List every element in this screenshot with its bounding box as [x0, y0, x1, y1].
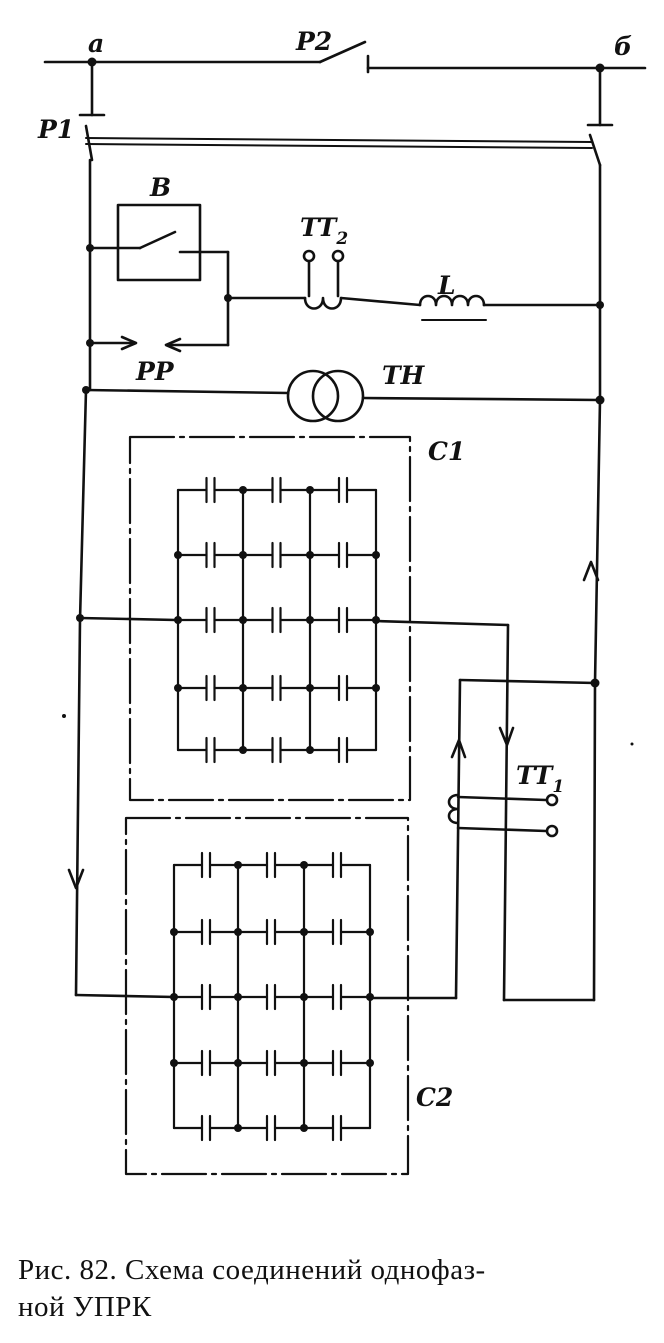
c2-node-dot — [234, 1059, 242, 1067]
circuit-diagram: a б P2 P1 B TT2 L PP TH C1 C2 TT1 — [37, 27, 647, 1176]
vt-label: TH — [382, 361, 426, 390]
c1-capacitor — [241, 674, 312, 702]
c2-capacitor — [302, 1114, 372, 1142]
c2-node-dot — [366, 1059, 374, 1067]
capacitor-bank-c1 — [128, 435, 412, 802]
ct2-label: TT2 — [300, 213, 348, 249]
junction-dots — [62, 57, 634, 746]
c1-node-dot — [239, 616, 247, 624]
ct2-inductor-branch — [226, 249, 602, 321]
c2-capacitor — [236, 983, 306, 1011]
c1-capacitor — [308, 736, 378, 764]
ct1-label: TT1 — [516, 761, 564, 797]
c1-node-dot — [306, 486, 314, 494]
breaker-b-label: B — [149, 173, 171, 202]
c2-node-dot — [234, 1124, 242, 1132]
bank-c1-label: C1 — [428, 437, 465, 466]
breaker-b — [88, 203, 230, 347]
c2-capacitor — [302, 918, 372, 946]
arrester-pp — [88, 335, 230, 353]
c2-capacitor — [172, 1114, 240, 1142]
inductor-label: L — [437, 271, 456, 300]
c2-node-dot — [300, 993, 308, 1001]
c2-capacitor — [236, 851, 306, 879]
c1-node-dot — [306, 616, 314, 624]
caption-line-2: ной УПРК — [18, 1291, 152, 1323]
c1-node-dot — [174, 616, 182, 624]
c2-node-dot — [234, 928, 242, 936]
caption-line-1: Рис. 82. Схема соединений однофаз- — [18, 1254, 486, 1286]
c1-node-dot — [372, 551, 380, 559]
c1-node-dot — [239, 746, 247, 754]
c1-node-dot — [306, 551, 314, 559]
c2-node-dot — [170, 928, 178, 936]
switch-p2-label: P2 — [295, 27, 332, 56]
c2-capacitor — [236, 918, 306, 946]
c2-capacitor — [302, 983, 372, 1011]
c1-capacitor — [308, 674, 378, 702]
figure-caption: Рис. 82. Схема соединений однофаз- ной У… — [18, 1252, 658, 1326]
c2-capacitor — [172, 983, 240, 1011]
c1-node-dot — [306, 746, 314, 754]
c2-capacitor — [236, 1049, 306, 1077]
c2-capacitor — [172, 1049, 240, 1077]
c2-node-dot — [300, 1059, 308, 1067]
c2-capacitor — [302, 851, 372, 879]
node-b-label: б — [614, 32, 632, 61]
current-transformer-tt1 — [447, 793, 559, 838]
switch-p1-label: P1 — [37, 115, 74, 144]
c1-node-dot — [239, 551, 247, 559]
c1-capacitor — [176, 736, 245, 764]
top-bus — [43, 40, 647, 74]
c1-capacitor — [308, 606, 378, 634]
c2-node-dot — [300, 928, 308, 936]
c2-capacitor — [172, 851, 240, 879]
c1-capacitor — [176, 476, 245, 504]
c1-capacitor — [308, 476, 378, 504]
c1-capacitor — [176, 674, 245, 702]
arrester-label: PP — [135, 357, 175, 386]
c1-capacitor — [241, 476, 312, 504]
c2-node-dot — [234, 861, 242, 869]
c1-node-dot — [174, 551, 182, 559]
c2-capacitor — [302, 1049, 372, 1077]
c2-node-dot — [300, 1124, 308, 1132]
c1-node-dot — [239, 486, 247, 494]
c2-node-dot — [300, 861, 308, 869]
disconnector-p1 — [78, 60, 614, 167]
c2-capacitor — [172, 918, 240, 946]
c1-capacitor — [241, 606, 312, 634]
c1-node-dot — [174, 684, 182, 692]
node-a-label: a — [88, 29, 104, 58]
c1-capacitor — [176, 606, 245, 634]
c1-node-dot — [239, 684, 247, 692]
c1-capacitor — [176, 541, 245, 569]
c1-node-dot — [306, 684, 314, 692]
c1-capacitor — [241, 736, 312, 764]
c2-node-dot — [234, 993, 242, 1001]
c2-node-dot — [170, 1059, 178, 1067]
c1-node-dot — [372, 684, 380, 692]
c2-node-dot — [366, 928, 374, 936]
c1-capacitor — [308, 541, 378, 569]
voltage-transformer-th — [84, 369, 602, 423]
rails — [74, 158, 602, 1002]
c2-capacitor — [236, 1114, 306, 1142]
bank-c2-label: C2 — [416, 1083, 453, 1112]
c1-capacitor — [241, 541, 312, 569]
main-loop — [67, 560, 600, 1002]
